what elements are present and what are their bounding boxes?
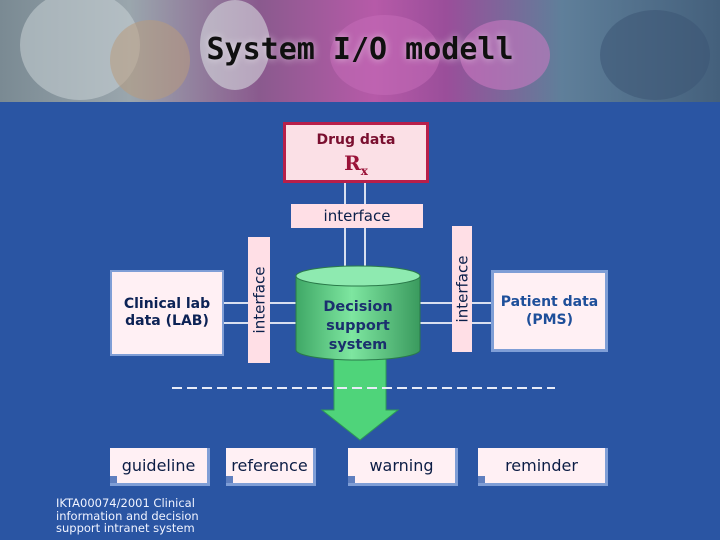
- footer-caption: IKTA00074/2001 Clinical information and …: [56, 496, 199, 535]
- interface-left: interface: [248, 237, 270, 363]
- decision-support-label: Decision support system: [323, 299, 393, 353]
- drug-data-label: Drug data: [316, 132, 396, 148]
- interface-right: interface: [452, 226, 472, 352]
- drug-data-box: Drug data Rx: [283, 122, 429, 183]
- patient-data-label: Patient data (PMS): [500, 294, 599, 328]
- clinical-lab-label: Clinical lab data (LAB): [123, 296, 211, 329]
- header-banner: System I/O modell: [0, 0, 720, 102]
- clinical-lab-box: Clinical lab data (LAB): [110, 270, 224, 356]
- patient-data-box: Patient data (PMS): [491, 270, 608, 352]
- output-reference: reference: [226, 448, 316, 486]
- page-title: System I/O modell: [206, 32, 514, 67]
- output-arrow: [320, 354, 400, 441]
- interface-top: interface: [291, 204, 423, 228]
- dss-cylinder-top: [295, 265, 421, 287]
- rx-symbol: Rx: [344, 151, 368, 178]
- output-guideline: guideline: [110, 448, 210, 486]
- output-reminder: reminder: [478, 448, 608, 486]
- dss-cylinder: [295, 275, 421, 361]
- output-warning: warning: [348, 448, 458, 486]
